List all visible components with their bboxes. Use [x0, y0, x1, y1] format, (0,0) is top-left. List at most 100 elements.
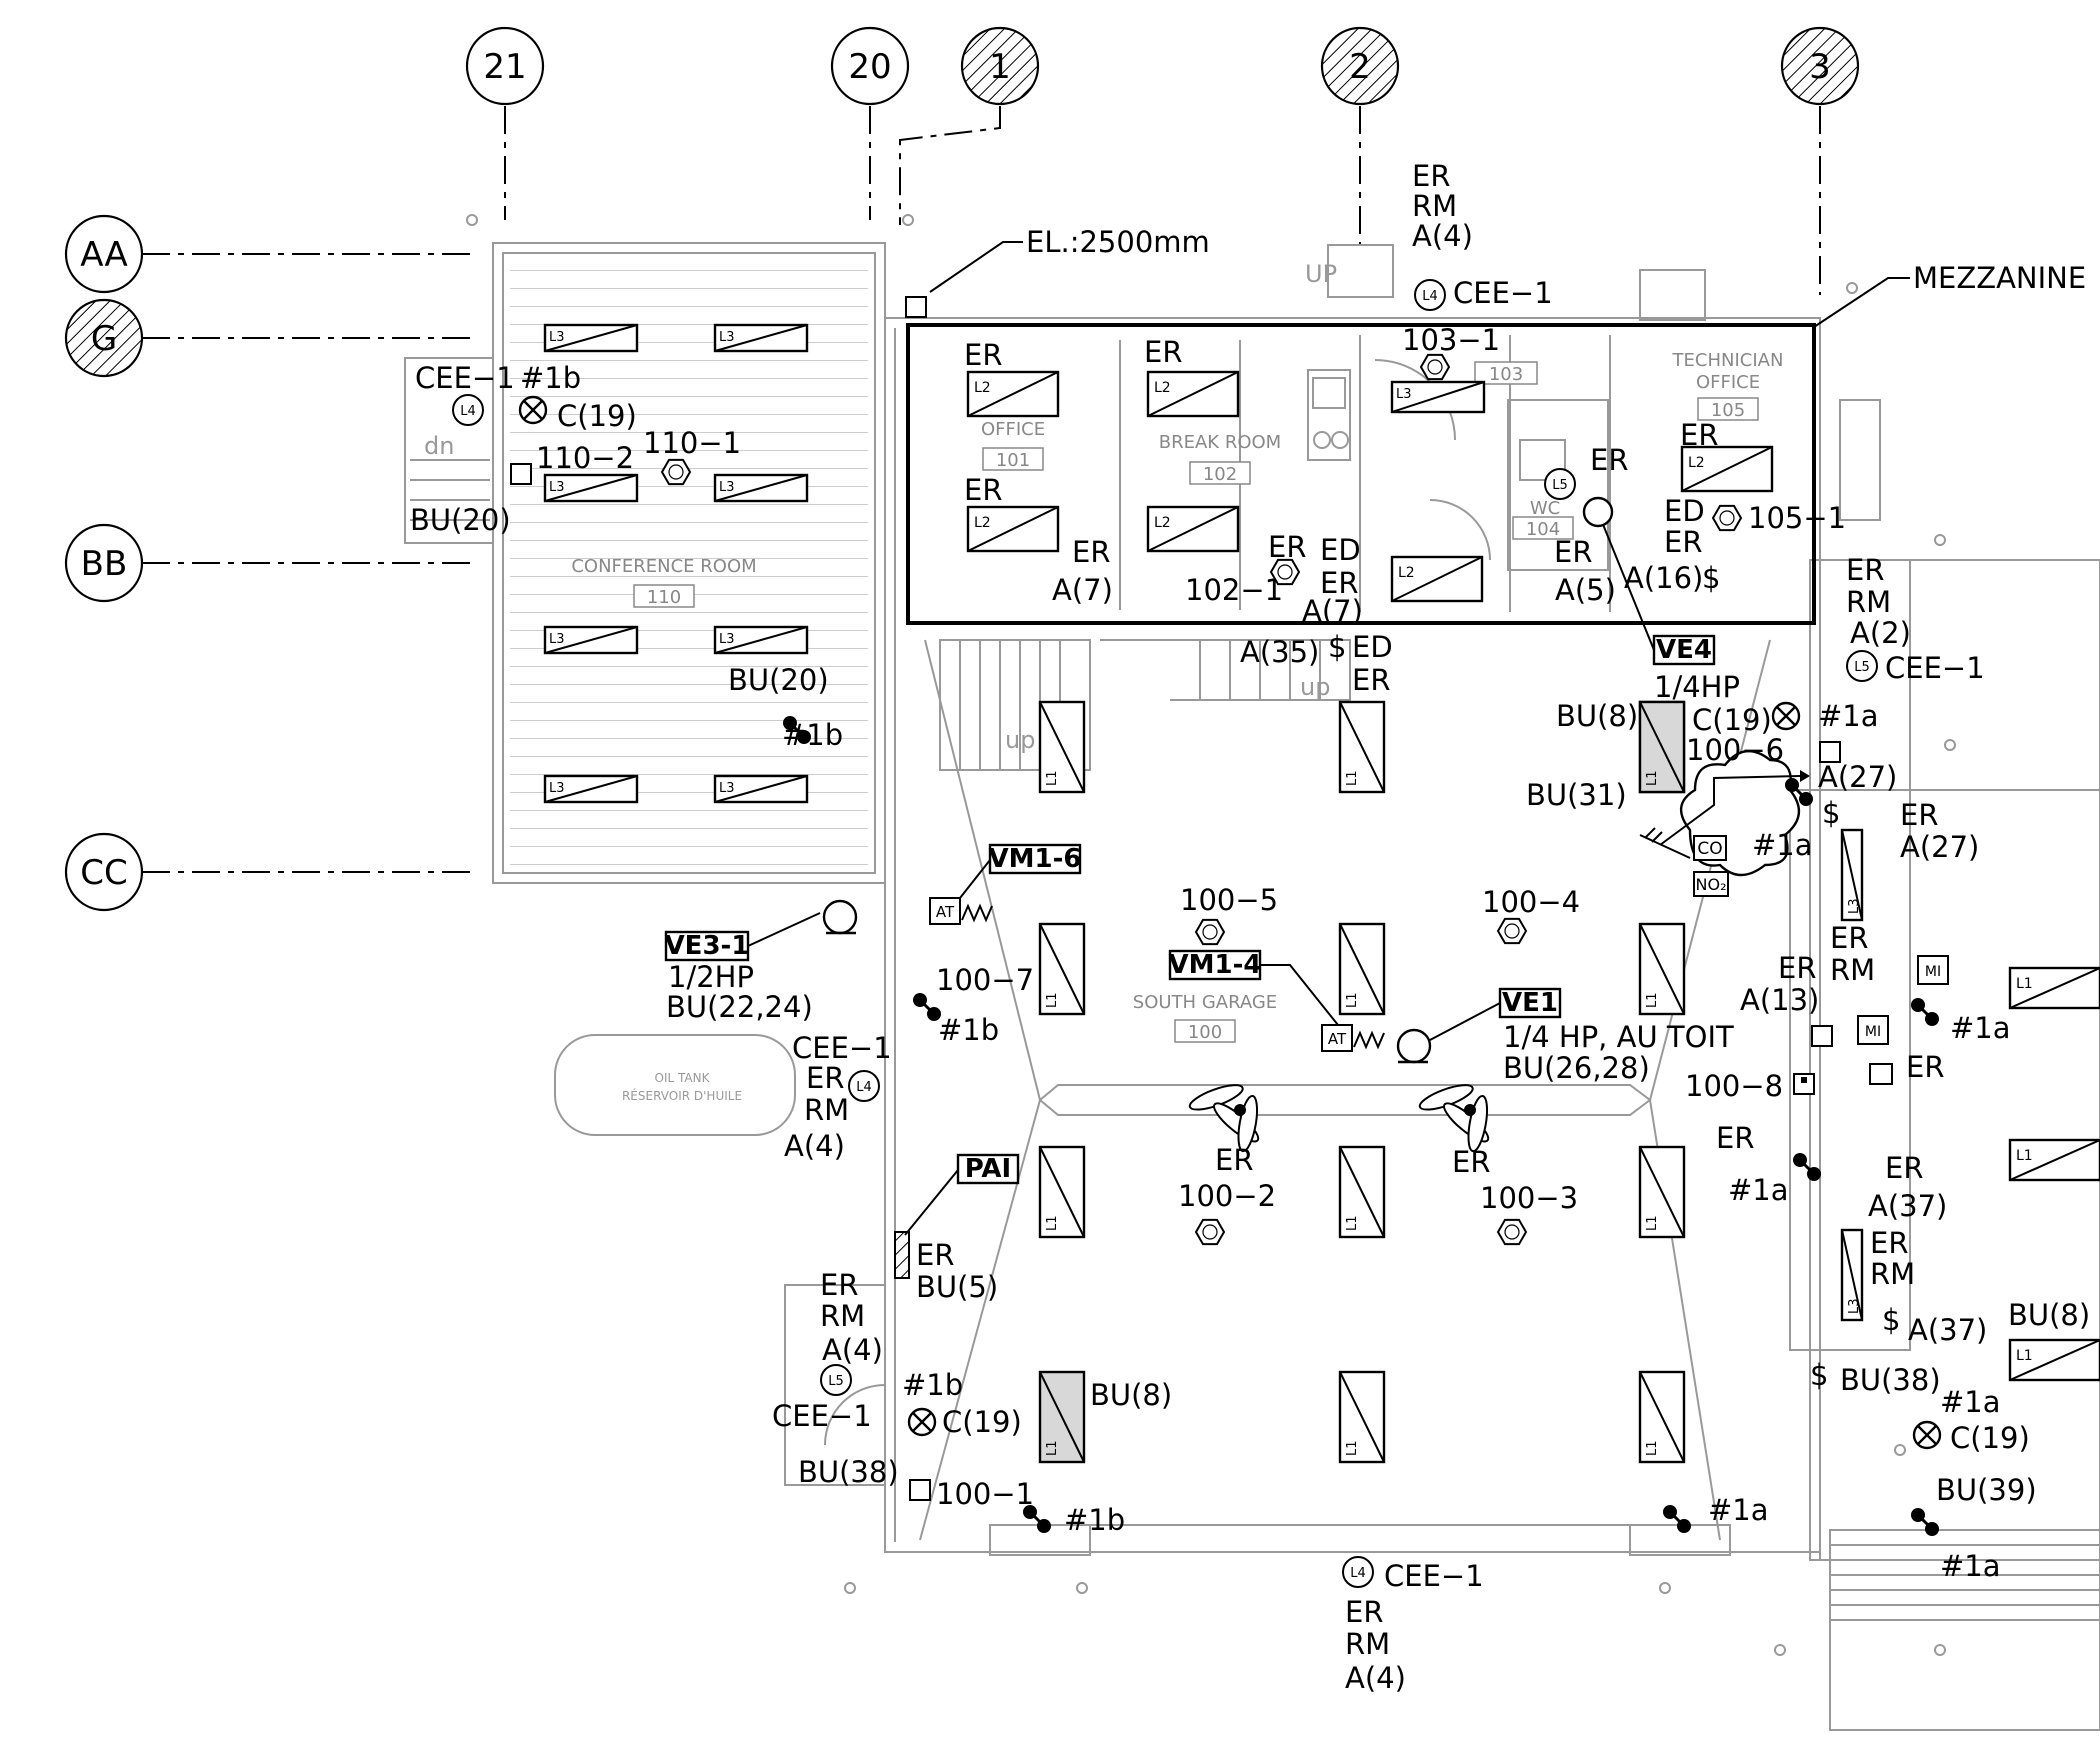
annotation-label: ER	[1716, 1121, 1754, 1155]
outlet-l4: L4	[1342, 1556, 1374, 1588]
exit-light-icon	[518, 395, 548, 425]
stair-dn-label: dn	[424, 432, 454, 460]
elevation-text: EL.:2500mm	[1026, 225, 1210, 259]
detector-icon	[1194, 918, 1226, 946]
annotation-label: 100−7	[936, 963, 1034, 997]
light-fixture-l1: L1	[1338, 1370, 1386, 1464]
light-fixture-l1: L1	[1338, 1145, 1386, 1239]
grid-row-g: G	[64, 298, 472, 378]
mezzanine-callout: MEZZANINE	[1813, 261, 2086, 328]
grid-column-3: 3	[1780, 26, 1860, 295]
light-fixture-l1: L1	[2008, 1138, 2100, 1182]
fixture-code: L4	[460, 404, 476, 419]
light-fixture-l3: L3	[1390, 380, 1486, 414]
fixture-code: L3	[719, 330, 735, 345]
fixture-code: L1	[1045, 992, 1060, 1008]
svg-text:VE3-1: VE3-1	[665, 931, 750, 961]
break-room-102: BREAK ROOM 102	[1159, 432, 1281, 485]
annotation-label: CEE−1	[1453, 276, 1553, 310]
emergency-light-icon	[1023, 1505, 1051, 1533]
annotation-label: #1b	[520, 361, 581, 395]
tag-vm1-6: VM1-6 AT	[929, 843, 1081, 925]
light-fixture-l3: L3	[713, 774, 809, 804]
fixture-code: L1	[1345, 1215, 1360, 1231]
switch-icon: $	[1882, 1303, 1900, 1337]
grid-label: CC	[80, 853, 127, 893]
annotation-label: #1b	[938, 1013, 999, 1047]
light-fixture-l2: L2	[1680, 445, 1774, 493]
annotation-label: ER	[1830, 921, 1868, 955]
light-fixture-l1: L1	[1638, 1145, 1686, 1239]
annotation-label: #1a	[1708, 1493, 1769, 1527]
svg-text:1/2HP: 1/2HP	[668, 960, 754, 994]
svg-text:AT: AT	[936, 903, 955, 921]
fixture-code: L2	[974, 380, 991, 396]
annotation-label: CEE−1	[772, 1399, 872, 1433]
annotation-label: BU(39)	[1936, 1473, 2037, 1507]
grid-row-cc: CC	[64, 832, 472, 912]
light-fixture-l3: L3	[713, 473, 809, 503]
fixture-code: L1	[1645, 1440, 1660, 1456]
annotation-label: RM	[1830, 953, 1875, 987]
annotation-label: RM	[1846, 585, 1891, 619]
stair-up-label: UP	[1305, 260, 1337, 288]
room-number: 105	[1711, 400, 1745, 421]
stair-up-label-2: up	[1005, 726, 1035, 754]
annotation-label: ER	[820, 1268, 858, 1302]
annotation-label: A(4)	[784, 1129, 845, 1163]
annotation-label: A(37)	[1908, 1313, 1987, 1347]
annotation-label: BU(38)	[1840, 1363, 1941, 1397]
annotation-label: BU(20)	[410, 503, 511, 537]
light-fixture-l1: L1	[1038, 1145, 1086, 1239]
tag-ve1: VE1 1/4 HP, AU TOIT BU(26,28)	[1396, 987, 1734, 1085]
annotation-label: A(13)	[1740, 983, 1819, 1017]
fixture-code: L2	[1688, 455, 1705, 471]
conference-room: CONFERENCE ROOM 110	[571, 556, 756, 608]
outlet-l4: L4	[848, 1070, 880, 1102]
svg-text:BU(22,24): BU(22,24)	[666, 990, 813, 1024]
annotation-label: C(19)	[1692, 703, 1772, 737]
light-fixture-l3: L3	[713, 625, 809, 655]
svg-text:MI: MI	[1865, 1024, 1881, 1040]
annotation-label: #1b	[1064, 1503, 1125, 1537]
grid-label: AA	[80, 235, 127, 275]
tank-label: OIL TANK	[655, 1071, 711, 1085]
fixture-code: L1	[1645, 1215, 1660, 1231]
annotation-label: RM	[1345, 1627, 1390, 1661]
detector-icon	[1419, 353, 1451, 381]
annotation-label: RM	[804, 1093, 849, 1127]
fixture-code: L3	[1847, 1298, 1862, 1314]
annotation-label: C(19)	[557, 399, 637, 433]
annotation-label: ER	[1778, 951, 1816, 985]
annotation-label: #1a	[1950, 1011, 2011, 1045]
light-fixture-l2: L2	[1146, 370, 1240, 418]
technician-office-105: TECHNICIAN OFFICE 105	[1672, 350, 1784, 421]
light-fixture-l3: L3	[543, 323, 639, 353]
detector-icon	[1269, 558, 1301, 586]
fixture-code: L1	[2016, 1148, 2033, 1164]
annotation-label: BU(8)	[1556, 699, 1638, 733]
ceiling-fan-icon	[1188, 1084, 1260, 1153]
annotation-label: CEE−1	[1885, 651, 1985, 685]
annotation-label: #1b	[782, 718, 843, 752]
annotation-label: ER	[1906, 1050, 1944, 1084]
annotation-label: ER	[1072, 535, 1110, 569]
annotation-label: 100−2	[1178, 1179, 1276, 1213]
room-name: WC	[1530, 498, 1560, 519]
grid-label: 1	[989, 47, 1011, 87]
light-fixture-l1: L1	[2008, 966, 2100, 1010]
annotation-label: A(37)	[1868, 1189, 1947, 1223]
tank-label-2: RÉSERVOIR D'HUILE	[622, 1088, 742, 1103]
annotation-label: 102−1	[1185, 573, 1283, 607]
grid-label: 21	[483, 47, 526, 87]
annotation-label: ER	[1554, 535, 1592, 569]
svg-text:BU(26,28): BU(26,28)	[1503, 1051, 1650, 1085]
svg-text:NO₂: NO₂	[1696, 875, 1727, 894]
room-name: BREAK ROOM	[1159, 432, 1281, 453]
light-fixture-l1: L1	[2008, 1338, 2100, 1382]
switch-icon: $	[1328, 630, 1346, 664]
annotation-label: ER	[1846, 553, 1884, 587]
light-fixture-l3: L3	[543, 774, 639, 804]
